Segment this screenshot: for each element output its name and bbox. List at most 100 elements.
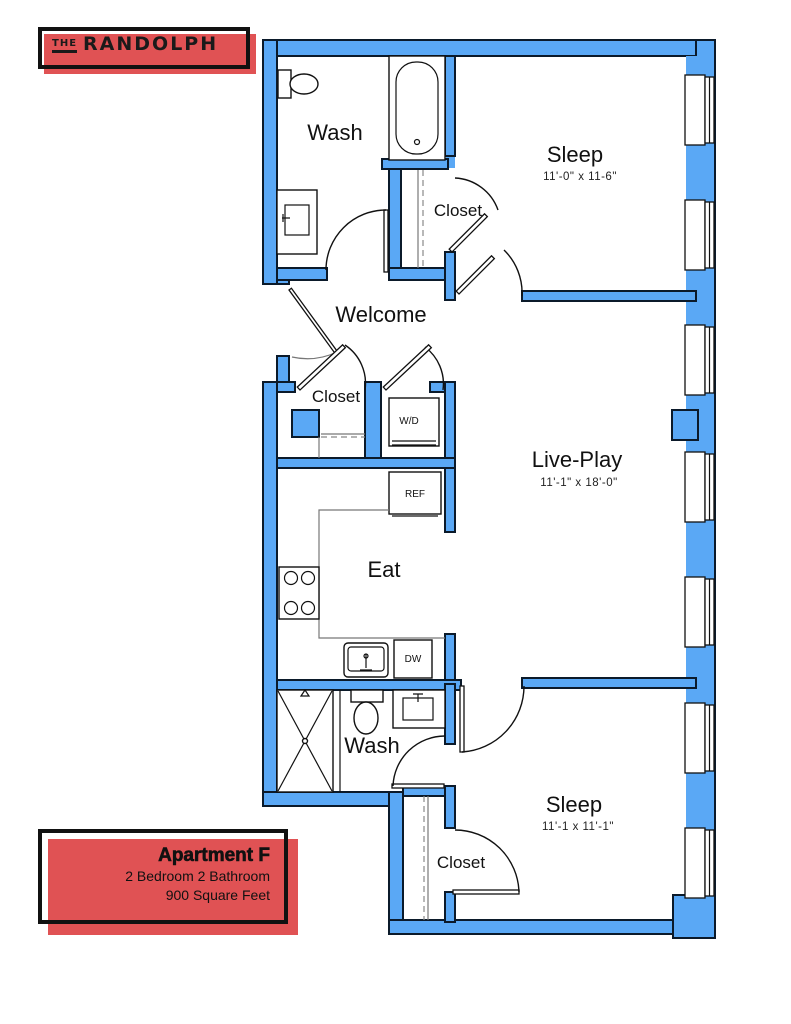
vanity-icon <box>276 189 318 255</box>
door-closet-bottom-icon <box>452 889 520 895</box>
lower-bath-fixtures <box>276 688 446 793</box>
window-icon <box>684 451 706 523</box>
unit-info-frame <box>38 829 288 924</box>
wall-closet-left <box>388 168 402 280</box>
wall-closet-bottom <box>388 267 454 281</box>
window-icon <box>684 324 706 396</box>
burner-icon <box>300 600 316 616</box>
wall-sleep-top-bottom <box>521 290 697 302</box>
refrigerator-icon <box>388 471 442 515</box>
entry-closet: W/D <box>291 343 445 458</box>
wall-closet-wd-divider <box>364 381 382 459</box>
stove-icon <box>278 566 320 620</box>
faucet-handle <box>363 653 369 659</box>
wall-bottom-left <box>262 791 404 807</box>
window-icon <box>684 74 706 146</box>
shower-drain <box>301 737 309 745</box>
burner-icon <box>283 600 299 616</box>
wall-kitchen-right-stub <box>444 633 456 685</box>
dishwasher-label: DW <box>405 654 422 665</box>
room-dimensions-sleep-bottom: 11'-1 x 11'-1" <box>542 821 614 833</box>
room-label-closet-top: Closet <box>434 201 482 220</box>
door-closet-entry-icon <box>296 343 347 391</box>
wall-bottom <box>388 919 690 935</box>
wall-wash-bottom <box>276 267 328 281</box>
brand-name: THE RANDOLPH <box>52 33 218 55</box>
brand-logo-frame <box>38 27 250 69</box>
burner-icon <box>283 570 299 586</box>
faucet-icon <box>282 214 290 222</box>
upper-closet <box>417 170 523 297</box>
room-label-wash-bottom: Wash <box>344 733 399 758</box>
door-entry-icon <box>288 287 339 355</box>
lower-sleep-doors <box>423 685 525 920</box>
door-swing <box>503 249 523 297</box>
door-wd-icon <box>382 343 433 391</box>
wall-pilaster <box>671 409 699 441</box>
room-dimensions-sleep-top: 11'-0" x 11-6" <box>543 171 617 183</box>
burner-icon <box>300 570 316 586</box>
room-label-eat: Eat <box>367 557 400 582</box>
door-swing <box>392 735 446 787</box>
wall-closet-bottom-right-upper <box>444 785 456 829</box>
upper-bath-fixtures <box>276 55 446 273</box>
toilet-tank-icon <box>350 689 384 703</box>
wall-left-upper <box>262 39 278 285</box>
door-swing <box>325 209 387 271</box>
room-label-closet-entry: Closet <box>312 387 360 406</box>
toilet-icon <box>353 701 379 735</box>
door-sleep-top-icon <box>455 254 496 295</box>
washer-dryer-label: W/D <box>399 416 418 427</box>
toilet-tank-icon <box>277 69 292 99</box>
brand-title: RANDOLPH <box>83 33 219 55</box>
unit-title: Apartment F <box>158 845 271 867</box>
room-label-sleep-top: Sleep <box>547 142 603 167</box>
door-swing <box>461 685 525 753</box>
washer-dryer-icon <box>388 397 440 447</box>
water-heater-icon <box>291 409 320 438</box>
unit-info-text: Apartment F 2 Bedroom 2 Bathroom 900 Squ… <box>38 845 270 905</box>
wall-closet-top-left <box>276 381 296 393</box>
vanity-sink <box>284 204 310 236</box>
wall-sleep-bottom-top <box>521 677 697 689</box>
faucet-icon <box>413 693 423 702</box>
wall-bedroom-divider-bottom <box>444 251 456 301</box>
window-icon <box>684 702 706 774</box>
wall-corner-pier <box>672 894 716 939</box>
room-label-welcome: Welcome <box>335 302 426 327</box>
dishwasher-icon <box>393 639 433 679</box>
interior-walls <box>276 55 697 923</box>
room-label-wash-top: Wash <box>307 120 362 145</box>
brand-prefix: THE <box>52 39 78 53</box>
window-icon <box>684 199 706 271</box>
wall-closet-bottom-right-lower <box>444 891 456 923</box>
door-sleep-bottom-icon <box>459 685 465 753</box>
wall-bottom-step <box>388 791 404 935</box>
entry-door <box>288 287 339 360</box>
bathtub-basin <box>395 61 439 155</box>
faucet-icon <box>360 654 372 671</box>
door-swing <box>344 344 367 391</box>
door-swing <box>454 177 499 211</box>
wall-kitchen-top <box>276 457 456 469</box>
room-label-live-play: Live-Play <box>532 447 622 472</box>
wall-bedroom-divider-top <box>444 55 456 157</box>
unit-area: 900 Square Feet <box>165 887 270 903</box>
shower-head-icon <box>299 688 311 697</box>
wall-wash-bottom-top <box>276 679 462 691</box>
door-wash-bottom-icon <box>391 783 445 789</box>
door-wash-top-icon <box>383 209 389 273</box>
kitchen-sink-basin <box>347 646 385 672</box>
unit-bed-bath: 2 Bedroom 2 Bathroom <box>125 868 270 884</box>
door-swing <box>454 829 520 893</box>
room-labels: Wash Sleep 11'-0" x 11-6" Closet Welcome… <box>307 120 622 872</box>
windows <box>684 74 715 899</box>
toilet-icon <box>289 73 319 95</box>
room-label-sleep-bottom: Sleep <box>546 792 602 817</box>
refrigerator-label: REF <box>405 489 425 500</box>
wall-wash-bottom-right <box>444 683 456 745</box>
exterior-walls <box>262 39 716 939</box>
window-icon <box>684 576 706 648</box>
kitchen: REF DW <box>278 471 445 679</box>
